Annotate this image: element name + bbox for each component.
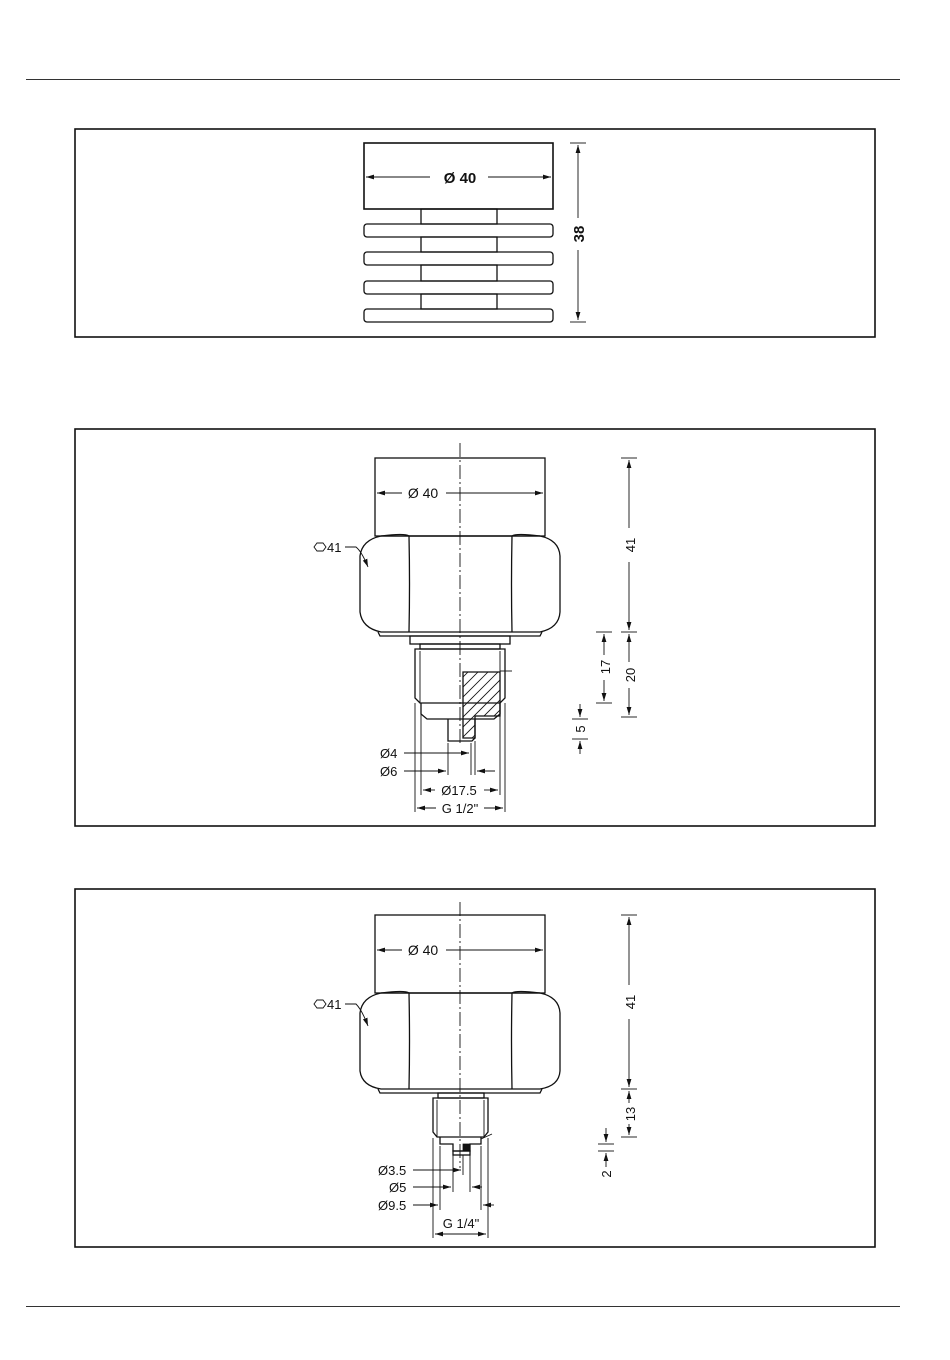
cooling-fin: [364, 252, 553, 265]
dia-17-5-label: Ø17.5: [441, 783, 476, 798]
dim-diameter-label: Ø 40: [408, 942, 439, 958]
panel-g-quarter-inch: Ø 40 41 41 13 2 Ø3.5: [75, 889, 875, 1247]
cooling-fin: [364, 224, 553, 237]
dim-upper-height-label: 41: [623, 995, 638, 1009]
hex-icon: [314, 543, 326, 551]
cooling-fin: [364, 309, 553, 322]
thread-label: G 1/2": [442, 801, 479, 816]
dia-9-5-label: Ø9.5: [378, 1198, 406, 1213]
panel-frame-1: [75, 129, 875, 337]
panel-g-half-inch: Ø 40 41 41 20 17 5: [75, 429, 875, 826]
thread-g-quarter: [433, 1098, 488, 1137]
hex-icon: [314, 1000, 326, 1008]
fin-spacer: [421, 265, 497, 281]
dim-height-label: 38: [571, 226, 588, 243]
dia-4-label: Ø4: [380, 746, 397, 761]
dia-5-label: Ø5: [389, 1180, 406, 1195]
dim-tip-5-label: 5: [573, 725, 588, 732]
dia-3-5-label: Ø3.5: [378, 1163, 406, 1178]
process-connection: [440, 1137, 481, 1151]
dim-lower-20-label: 20: [623, 668, 638, 682]
hex-size-label: 41: [327, 540, 341, 555]
panel-cooling-element: Ø 40 38: [75, 129, 875, 337]
dia-6-label: Ø6: [380, 764, 397, 779]
fin-spacer: [421, 209, 497, 224]
dim-lower-17-label: 17: [598, 660, 613, 674]
dim-upper-height-label: 41: [623, 538, 638, 552]
fin-spacer: [421, 237, 497, 252]
thread-label: G 1/4": [443, 1216, 480, 1231]
panel-frame-3: [75, 889, 875, 1247]
dim-diameter-label: Ø 40: [408, 485, 439, 501]
process-connection: [421, 703, 475, 741]
dim-lower-13-label: 13: [623, 1107, 638, 1121]
hex-size-label: 41: [327, 997, 341, 1012]
fin-spacer: [421, 294, 497, 309]
dim-diameter-label: Ø 40: [444, 170, 477, 187]
dim-tip-2-label: 2: [599, 1170, 614, 1177]
cooling-fin: [364, 281, 553, 294]
